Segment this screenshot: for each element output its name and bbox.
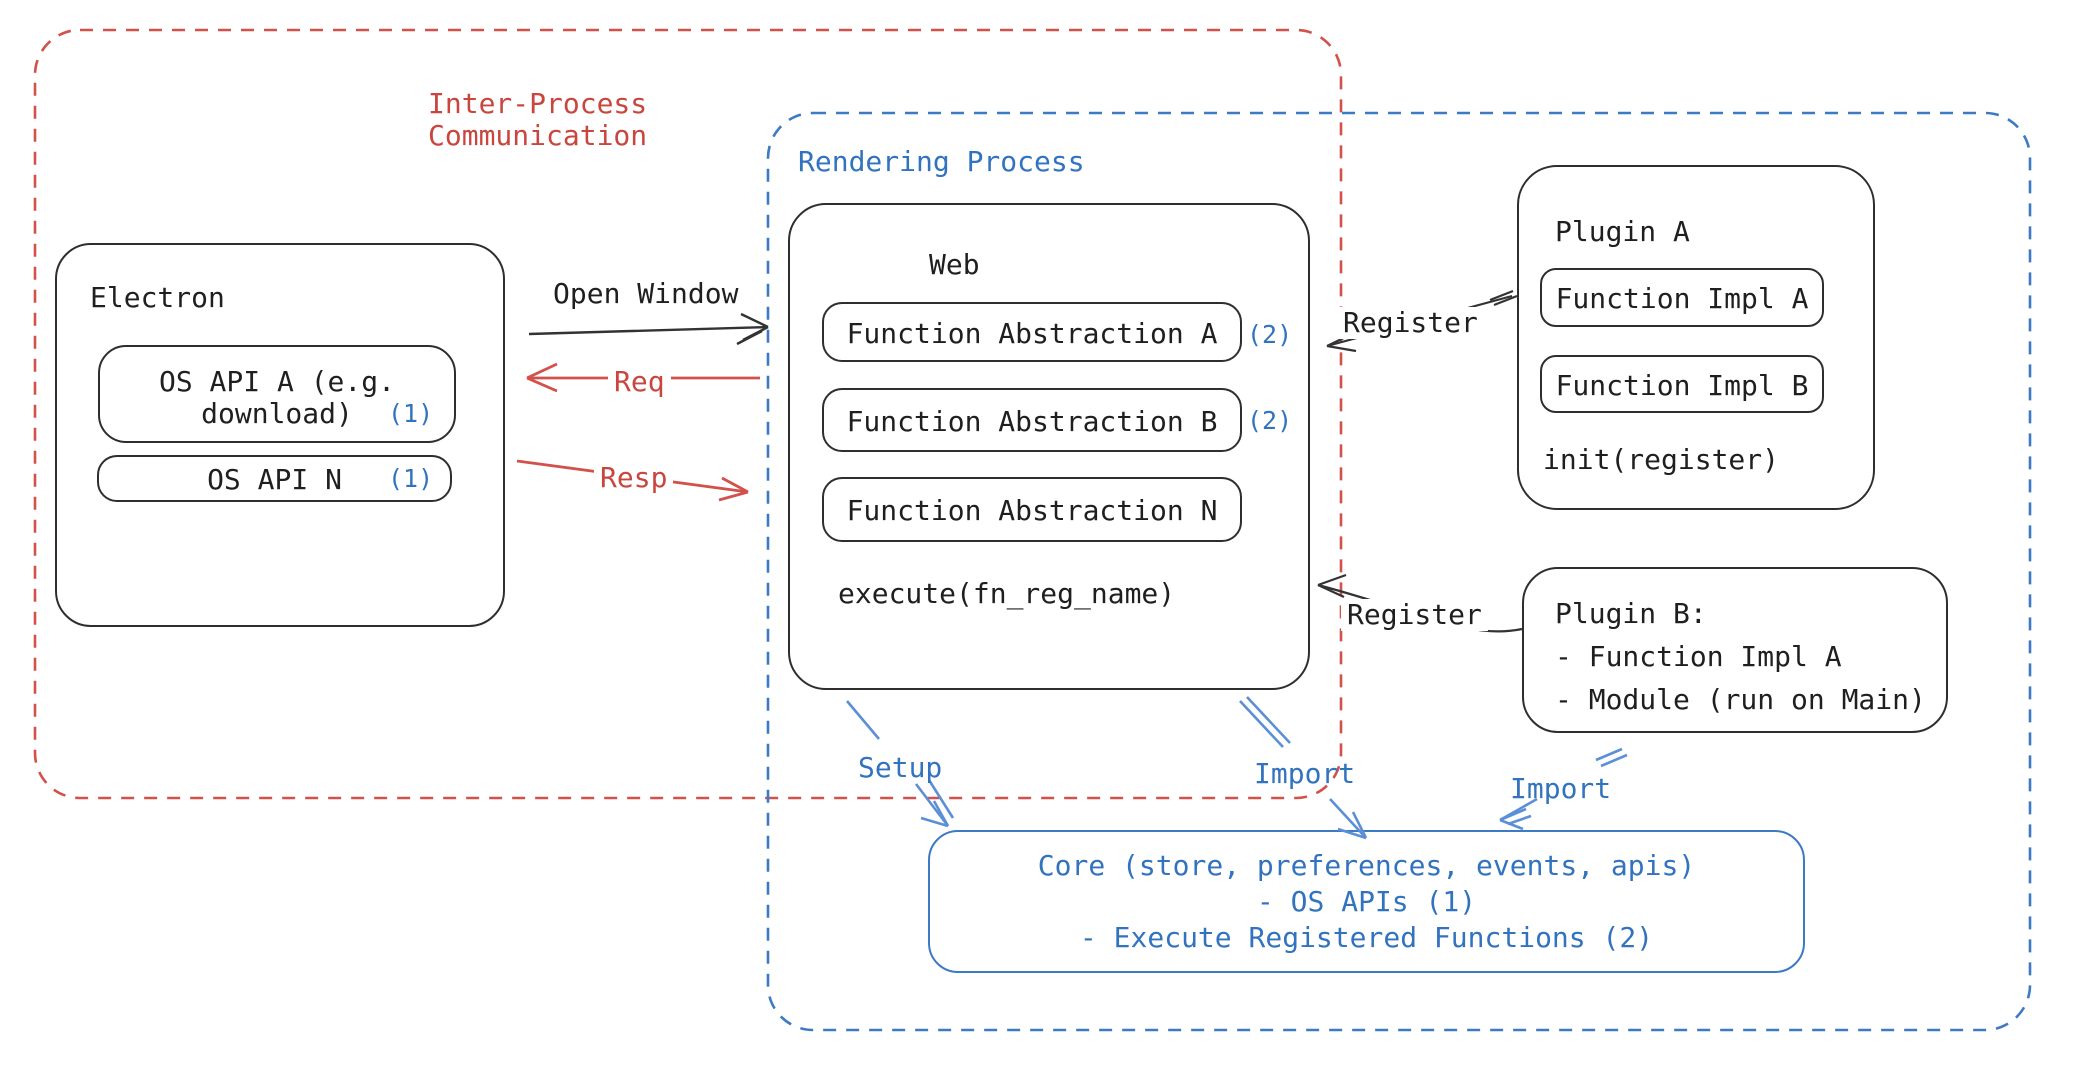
plugin-a-title: Plugin A <box>1555 215 1690 248</box>
os-api-a-line1: OS API A (e.g. <box>158 365 395 398</box>
function-abstraction-a-badge: (2) <box>1247 320 1293 349</box>
function-abstraction-a-label: Function Abstraction A <box>846 317 1218 350</box>
open-window-label: Open Window <box>553 277 739 310</box>
function-abstraction-b-badge: (2) <box>1247 406 1293 435</box>
setup-label: Setup <box>858 751 943 784</box>
core-line1: Core (store, preferences, events, apis) <box>1037 849 1696 882</box>
function-impl-a-label: Function Impl A <box>1555 282 1809 315</box>
os-api-a-line2: download) <box>201 397 353 430</box>
register-a-label: Register <box>1337 307 1484 339</box>
init-register-label: init(register) <box>1543 443 1780 476</box>
os-api-n-badge: (1) <box>388 464 434 493</box>
plugin-b-label: Plugin B: - Function Impl A - Module (run … <box>1555 592 1926 721</box>
core-label: Core (store, preferences, events, apis)-… <box>928 848 1805 956</box>
register-b-label: Register <box>1341 599 1488 631</box>
open-window-arrow <box>528 312 769 346</box>
ipc-label-line2: Communication <box>428 119 648 152</box>
function-abstraction-n-label: Function Abstraction N <box>846 494 1218 527</box>
os-api-n-label: OS API N <box>207 463 342 496</box>
execute-label: execute(fn_reg_name) <box>838 577 1176 610</box>
plugin-b-line2: - Function Impl A <box>1555 640 1842 673</box>
req-label: Req <box>608 366 671 398</box>
resp-label: Resp <box>594 462 674 494</box>
ipc-label-line1: Inter-Process <box>428 87 648 120</box>
function-impl-b-label: Function Impl B <box>1555 369 1809 402</box>
plugin-b-line1: Plugin B: <box>1555 597 1707 630</box>
web-title: Web <box>929 248 980 281</box>
import-a-label: Import <box>1254 757 1356 790</box>
plugin-b-line3: - Module (run on Main) <box>1555 683 1926 716</box>
core-line2: - OS APIs (1) <box>1256 885 1477 918</box>
rendering-group-label: Rendering Process <box>798 145 1085 178</box>
os-api-a-label: OS API A (e.g.download) <box>98 366 456 430</box>
electron-title: Electron <box>90 281 225 314</box>
import-b-label: Import <box>1510 772 1612 805</box>
function-abstraction-b-label: Function Abstraction B <box>846 405 1218 438</box>
os-api-a-badge: (1) <box>388 399 434 428</box>
core-line3: - Execute Registered Functions (2) <box>1079 921 1654 954</box>
